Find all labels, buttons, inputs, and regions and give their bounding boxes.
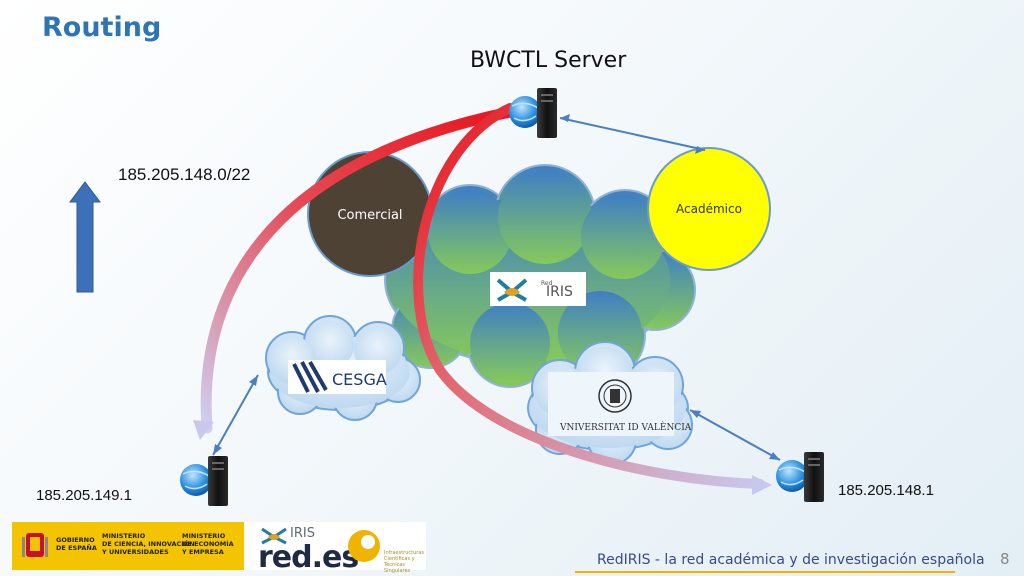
bwctl-server-icon [509,88,557,138]
right-host-ip-label: 185.205.148.1 [838,482,934,499]
coat-of-arms-icon [22,533,48,557]
link-valencia-right [689,409,781,461]
main-prefix-label: 185.205.148.0/22 [118,165,251,184]
bwctl-server-label: BWCTL Server [470,48,627,73]
government-logo-strip: GOBIERNO DE ESPAÑA MINISTERIO DE CIENCIA… [12,522,244,570]
footer-underline [575,571,955,573]
up-arrow [69,181,101,293]
cesga-logo-text: CESGA [332,370,387,389]
rediris-logo: Red IRIS [490,272,586,306]
redes-logo-text: red.es [258,540,359,575]
footer-tagline: RedIRIS - la red académica y de investig… [597,552,985,568]
rediris-small-logo-icon [261,527,287,545]
icts-logo-icon [348,530,380,562]
link-server-academico [559,117,706,151]
valencia-logo-text: VNIVERSITAT ID VALÈNCIA [559,421,692,433]
link-left-cesga [212,374,259,456]
page-number: 8 [1000,550,1010,568]
path-left-to-server [200,106,516,434]
gov-label-2: MINISTERIO DE CIENCIA, INNOVACIÓN Y UNIV… [102,532,195,556]
footer-logos: GOBIERNO DE ESPAÑA MINISTERIO DE CIENCIA… [12,522,426,575]
rediris-small-text: IRIS [290,526,315,541]
slide-title: Routing [42,12,162,43]
comercial-label: Comercial [337,208,402,223]
routing-paths [193,103,772,495]
gov-label-3: MINISTERIO DE ECONOMÍA Y EMPRESA [182,532,234,556]
academico-label: Académico [676,202,742,216]
rediris-logo-prefix: Red [541,280,553,287]
path-server-to-right [413,103,765,489]
valencia-logo: VNIVERSITAT ID VALÈNCIA [548,372,692,436]
comercial-node: Comercial [307,151,433,277]
thin-links [212,114,781,461]
right-host-server-icon [776,452,824,502]
path-right-arrowhead [752,475,772,495]
left-host-server-icon [180,456,228,506]
cesga-logo: CESGA [288,360,387,394]
rediris-logo-text: IRIS [546,284,573,300]
path-left-arrowhead [193,420,214,440]
academico-node: Académico [647,147,771,271]
gov-label-1: GOBIERNO DE ESPAÑA [56,536,97,552]
left-host-ip-label: 185.205.149.1 [36,487,132,504]
icts-text: Infraestructuras Científicas y Técnicas … [384,550,424,574]
